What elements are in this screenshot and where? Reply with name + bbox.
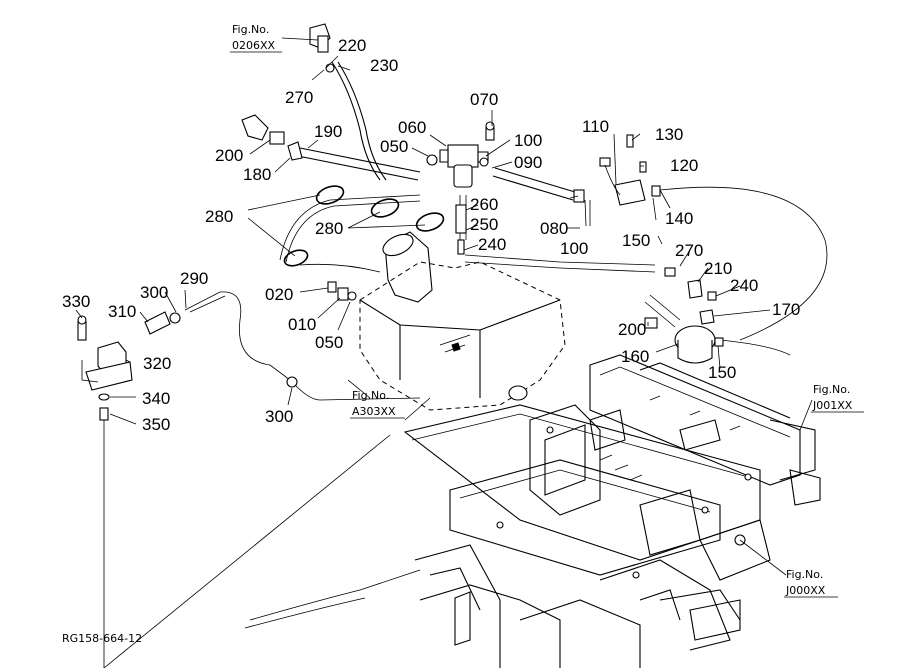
- ref-j001-title: Fig.No.: [813, 383, 850, 396]
- part-label-280: 280: [205, 207, 233, 226]
- part-label-020: 020: [265, 285, 293, 304]
- ref-j000-number: J000XX: [785, 584, 826, 597]
- part-label-080: 080: [540, 219, 568, 238]
- part-label-170: 170: [772, 300, 800, 319]
- part-label-260: 260: [470, 195, 498, 214]
- part-label-130: 130: [655, 125, 683, 144]
- part-label-160: 160: [621, 347, 649, 366]
- part-label-140: 140: [665, 209, 693, 228]
- part-label-300: 300: [140, 283, 168, 302]
- ref-a303-number: A303XX: [352, 405, 396, 418]
- part-label-240-second: 240: [730, 276, 758, 295]
- part-label-180: 180: [243, 165, 271, 184]
- chassis-frame: [403, 404, 771, 668]
- part-label-100: 100: [514, 131, 542, 150]
- part-label-070: 070: [470, 90, 498, 109]
- part-label-230: 230: [370, 56, 398, 75]
- ref-0206-title: Fig.No.: [232, 23, 269, 36]
- part-label-310: 310: [108, 302, 136, 321]
- part-label-270-second: 270: [675, 241, 703, 260]
- ref-j001-number: J001XX: [812, 399, 853, 412]
- part-label-280-second: 280: [315, 219, 343, 238]
- part-label-270: 270: [285, 88, 313, 107]
- part-label-200-second: 200: [618, 320, 646, 339]
- part-label-100-second: 100: [560, 239, 588, 258]
- part-label-300-second: 300: [265, 407, 293, 426]
- fuel-hoses: [184, 61, 828, 629]
- part-label-090: 090: [514, 153, 542, 172]
- part-label-250: 250: [470, 215, 498, 234]
- upper-chassis-rail: [589, 354, 821, 506]
- part-label-050: 050: [380, 137, 408, 156]
- part-label-210: 210: [704, 259, 732, 278]
- part-label-290: 290: [180, 269, 208, 288]
- part-label-190: 190: [314, 122, 342, 141]
- ref-0206-number: 0206XX: [232, 39, 276, 52]
- part-label-120: 120: [670, 156, 698, 175]
- part-label-340: 340: [142, 389, 170, 408]
- figure-references: Fig.No. 0206XX Fig.No. A303XX Fig.No. J0…: [230, 23, 864, 598]
- part-label-050-second: 050: [315, 333, 343, 352]
- part-label-200: 200: [215, 146, 243, 165]
- fuel-tank: [359, 231, 566, 411]
- part-label-010: 010: [288, 315, 316, 334]
- part-label-060: 060: [398, 118, 426, 137]
- leader-lines: [75, 37, 813, 668]
- part-label-350: 350: [142, 415, 170, 434]
- ref-a303-title: Fig.No.: [352, 389, 389, 402]
- part-label-320: 320: [143, 354, 171, 373]
- part-label-150-second: 150: [708, 363, 736, 382]
- part-labels: 220 230 270 070 190 060 100 050 090 200 …: [62, 36, 800, 434]
- part-label-330: 330: [62, 292, 90, 311]
- document-code: RG158-664-12: [62, 632, 142, 645]
- components: [77, 23, 724, 421]
- part-label-150: 150: [622, 231, 650, 250]
- part-label-240: 240: [478, 235, 506, 254]
- ref-j000-title: Fig.No.: [786, 568, 823, 581]
- part-label-220: 220: [338, 36, 366, 55]
- part-label-110: 110: [582, 117, 609, 136]
